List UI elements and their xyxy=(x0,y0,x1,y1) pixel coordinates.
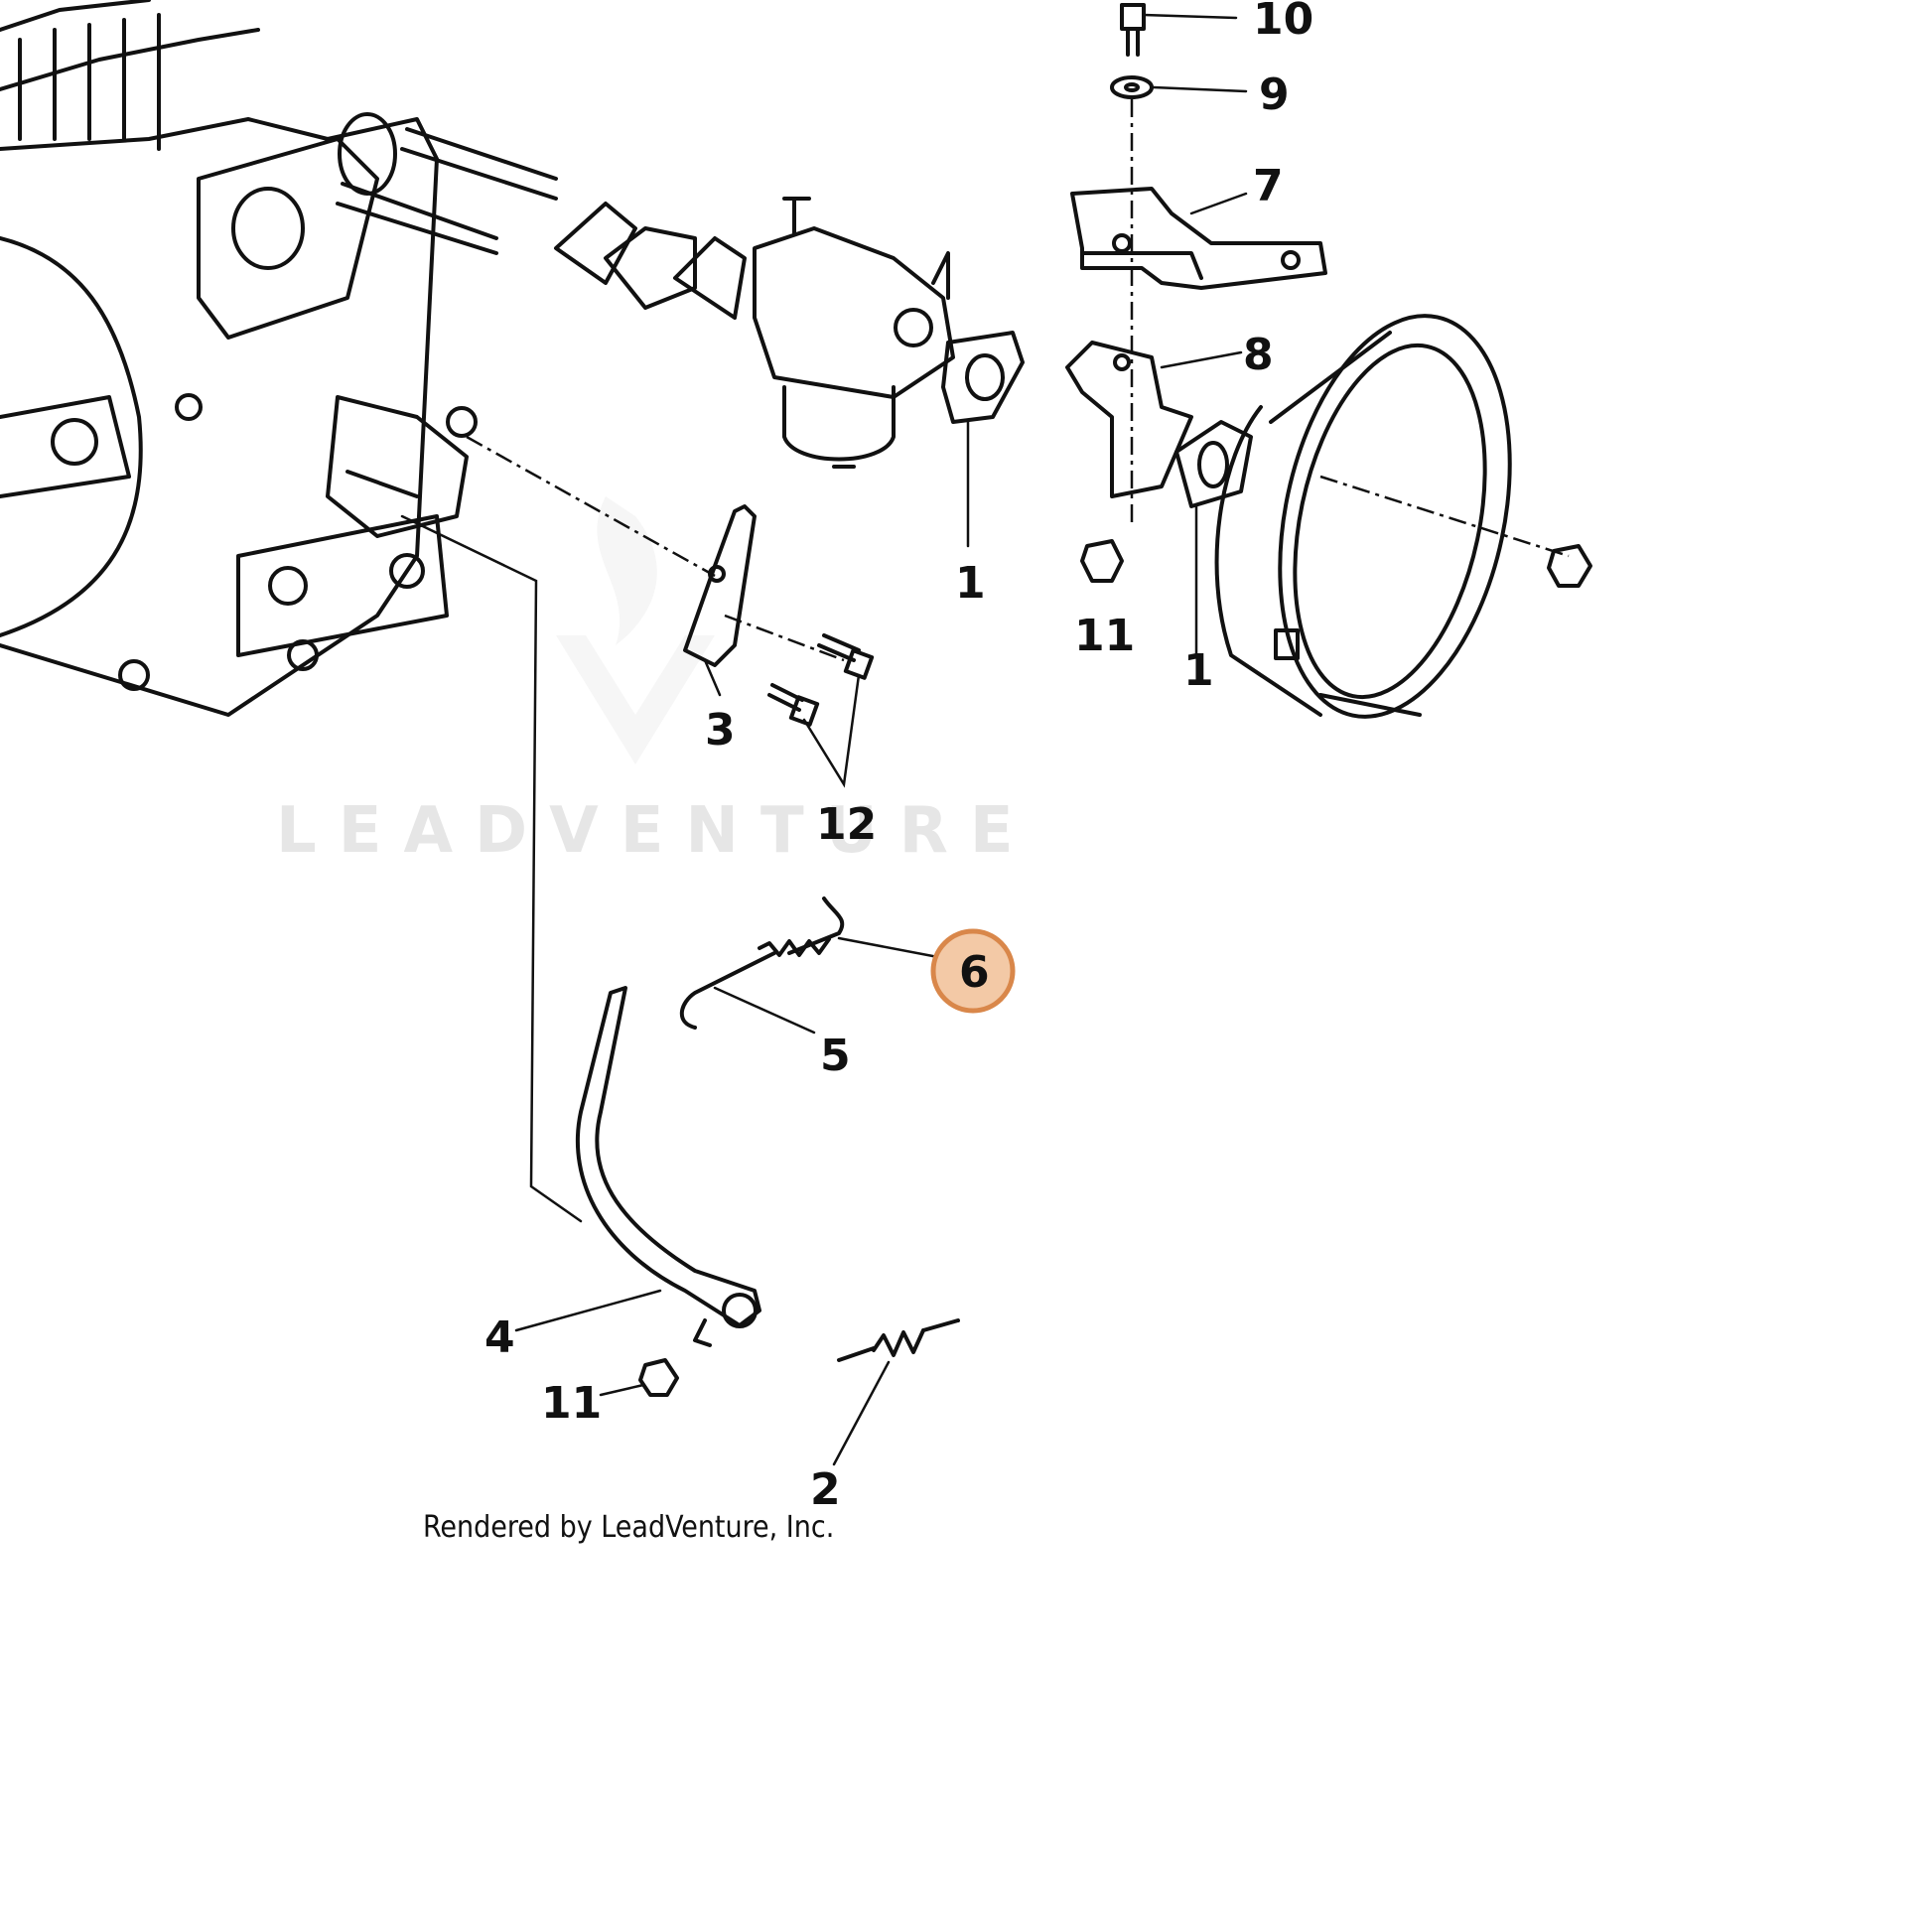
watermark-logo-icon xyxy=(556,496,715,764)
callout-11-upper[interactable]: 11 xyxy=(1074,611,1135,661)
callout-6-highlight xyxy=(930,928,1016,1014)
callouts: 10 9 7 8 1 1 11 3 12 6 5 4 11 2 xyxy=(484,0,1313,1515)
callout-9[interactable]: 9 xyxy=(1259,69,1290,120)
callout-10[interactable]: 10 xyxy=(1253,0,1313,45)
control-plate-part-7 xyxy=(1070,187,1327,290)
nut-part-11-upper xyxy=(1080,539,1124,583)
assembly-centerlines xyxy=(466,99,1570,662)
callout-3[interactable]: 3 xyxy=(705,705,736,756)
callout-4[interactable]: 4 xyxy=(484,1312,515,1363)
callout-2[interactable]: 2 xyxy=(810,1464,841,1515)
link-rod-part-5 xyxy=(679,951,816,1035)
callout-5[interactable]: 5 xyxy=(820,1031,851,1081)
callout-12[interactable]: 12 xyxy=(816,799,877,850)
bracket-part-8 xyxy=(1065,341,1243,498)
nut-part-right xyxy=(1547,544,1592,588)
rendered-by-credit: Rendered by LeadVenture, Inc. xyxy=(423,1510,834,1545)
nut-part-11-lower xyxy=(599,1358,679,1397)
spring-part-2 xyxy=(832,1318,960,1466)
spring-part-6 xyxy=(758,897,945,960)
callout-11-lower[interactable]: 11 xyxy=(541,1378,602,1429)
air-cleaner-housing xyxy=(1214,314,1512,719)
governor-lever-part-4 xyxy=(514,986,761,1347)
screws-part-12 xyxy=(767,633,875,788)
gasket-part-1-left xyxy=(941,331,1025,548)
carburetor xyxy=(753,197,955,469)
watermark-text: LEADVENTURE xyxy=(276,794,1035,868)
bracket-part-3 xyxy=(683,504,757,697)
gasket-part-1-right xyxy=(1174,420,1253,657)
callout-7[interactable]: 7 xyxy=(1253,161,1284,211)
intake-gaskets xyxy=(554,202,747,320)
callout-6[interactable]: 6 xyxy=(959,947,990,998)
engine-block xyxy=(0,0,583,1223)
washer-part-9 xyxy=(1110,75,1248,99)
callout-8[interactable]: 8 xyxy=(1243,330,1274,380)
callout-1-left[interactable]: 1 xyxy=(955,558,986,609)
callout-1-right[interactable]: 1 xyxy=(1183,645,1214,696)
bolt-part-10 xyxy=(1120,3,1238,57)
watermark: LEADVENTURE xyxy=(276,496,1035,868)
